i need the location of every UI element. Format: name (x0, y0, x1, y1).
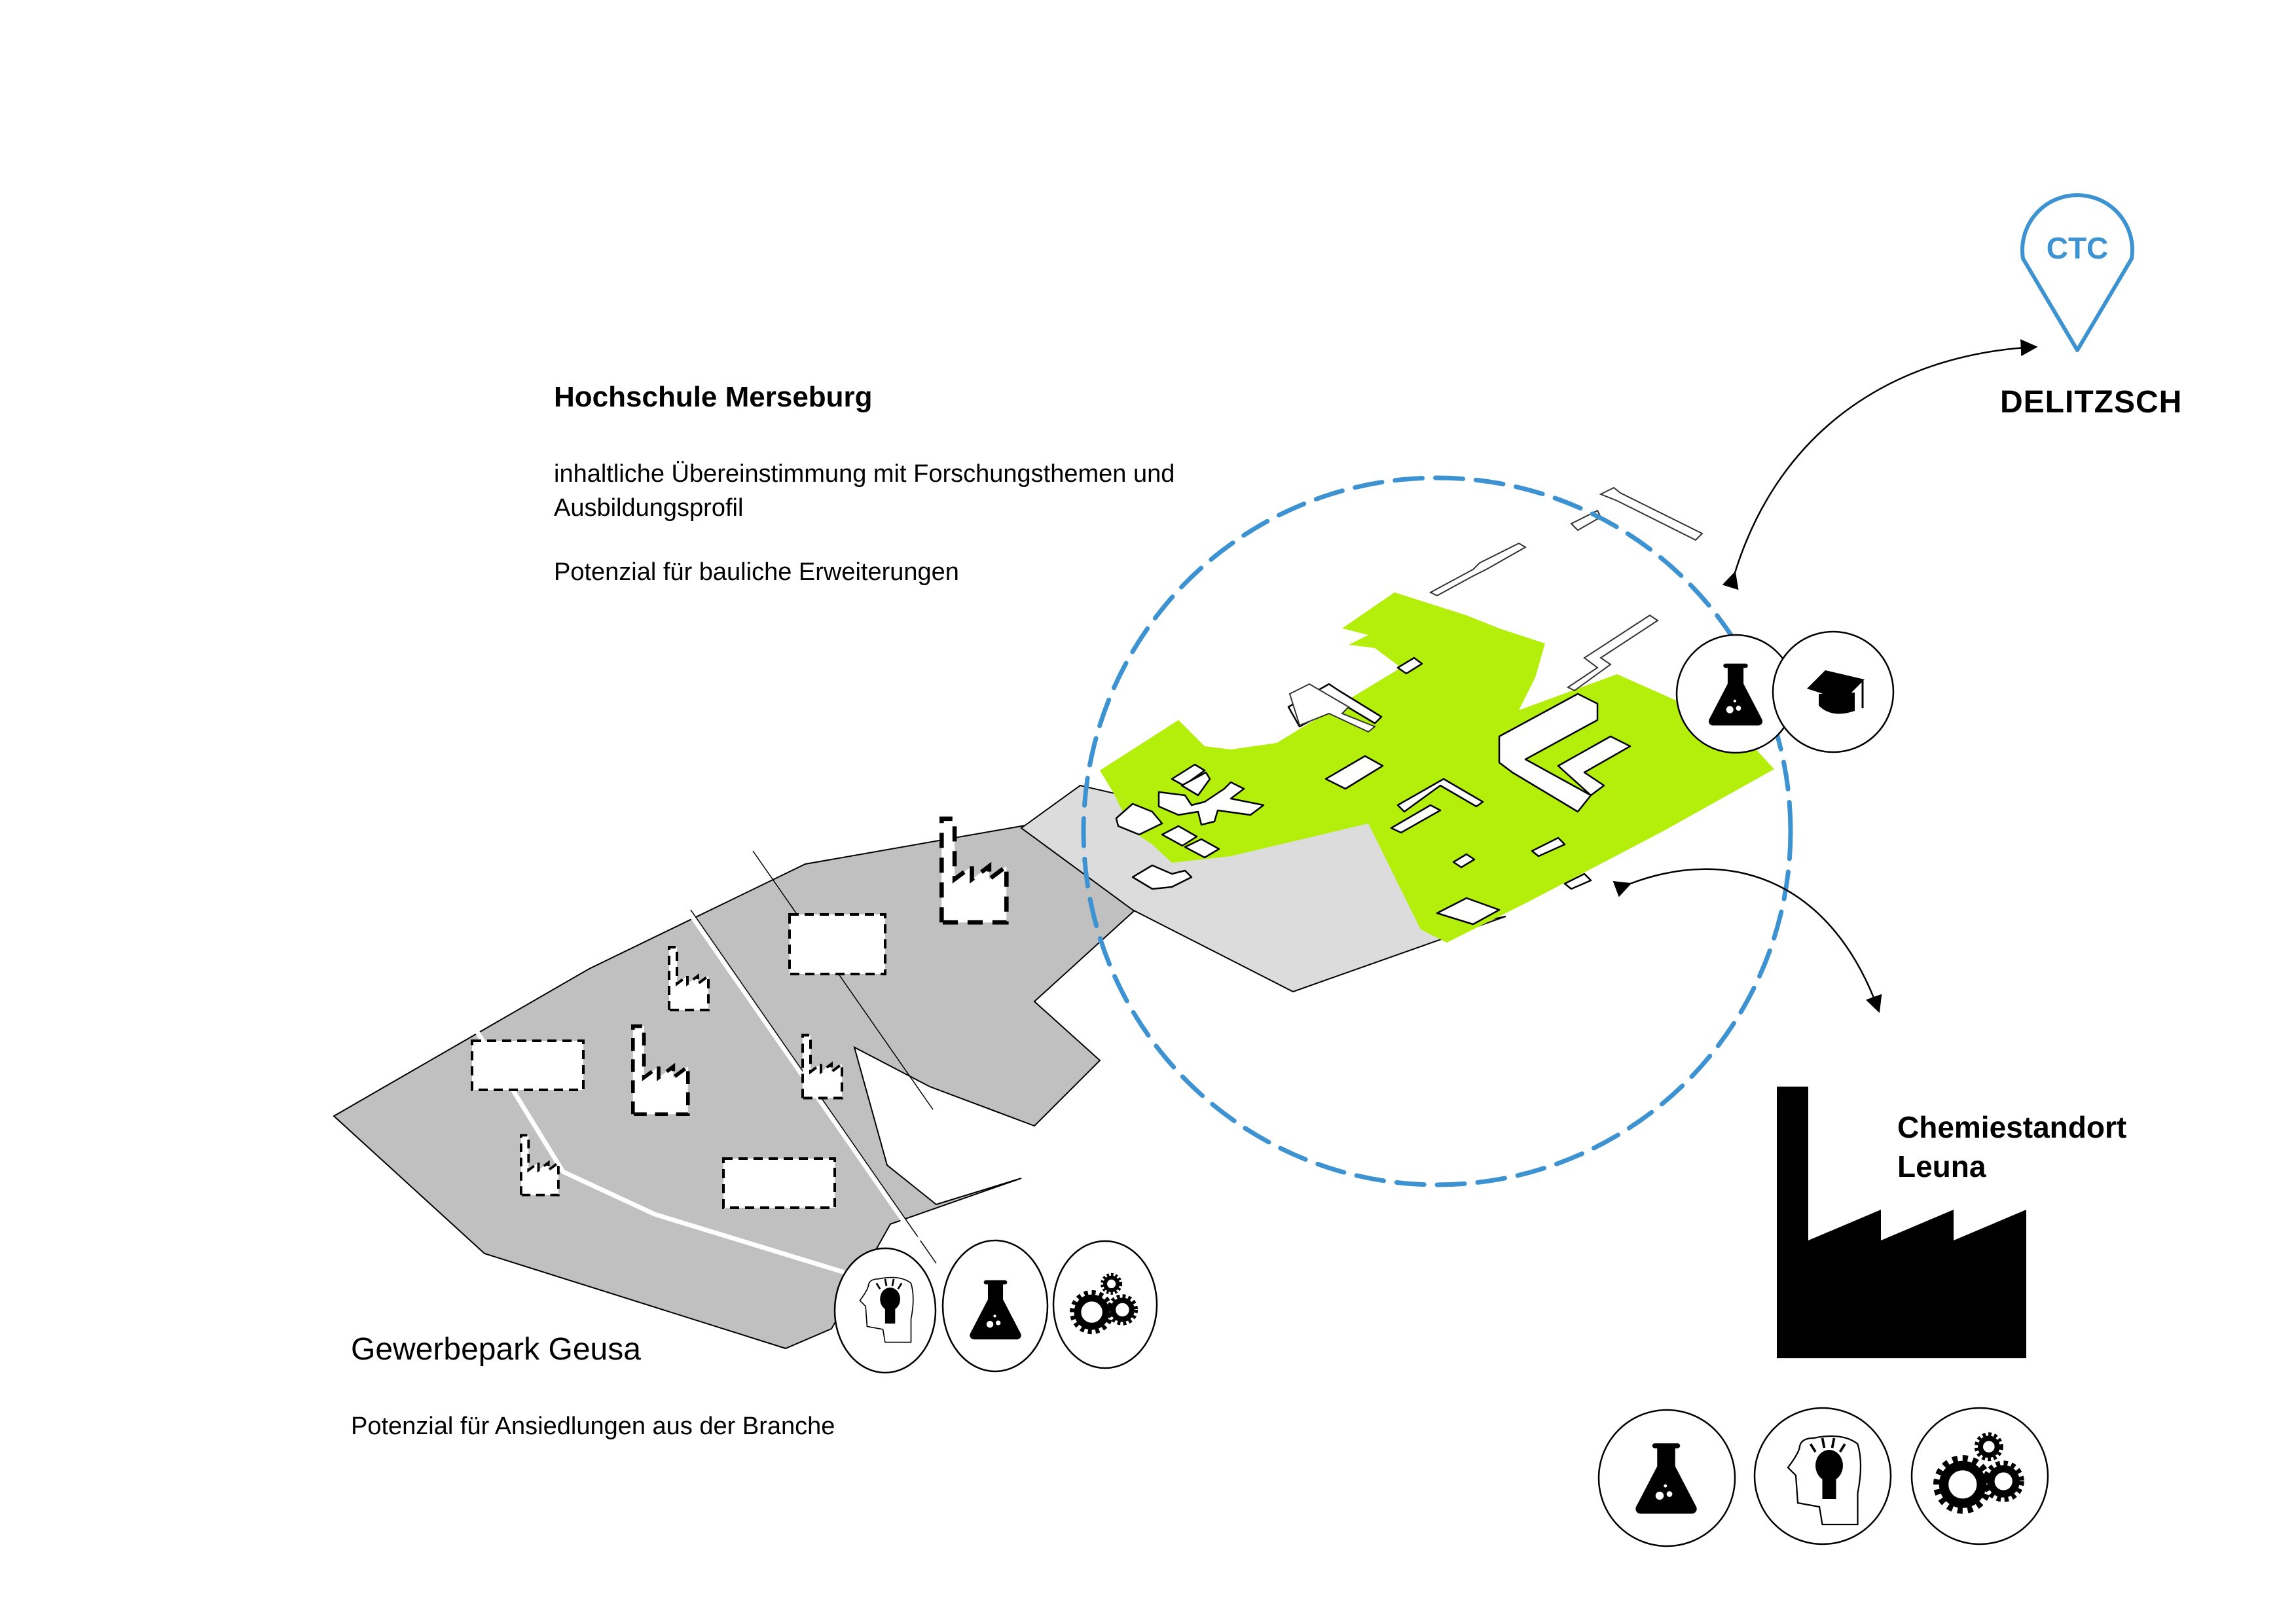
hochschule-title: Hochschule Merseburg (554, 381, 873, 413)
arrow-campus-to-leuna (1613, 868, 1882, 1013)
gears-badge (1052, 1240, 1158, 1369)
building (1557, 735, 1631, 797)
building (1498, 693, 1599, 813)
hochschule-description-line2: Ausbildungsprofil (554, 494, 744, 522)
planned-factory-plot (471, 1039, 585, 1091)
gears-badge (1910, 1407, 2049, 1545)
flask-badge (941, 1239, 1049, 1373)
graduation-cap-badge (1772, 630, 1895, 753)
head-lightbulb-badge (833, 1247, 937, 1374)
road (752, 850, 934, 1110)
gewerbepark-subtitle: Potenzial für Ansiedlungen aus der Branc… (351, 1413, 835, 1440)
building (1161, 825, 1198, 847)
gewerbepark-icons (833, 1239, 1158, 1374)
gewerbepark-parcel (333, 820, 1144, 1350)
ctc-location-pin[interactable]: CTC (2020, 193, 2134, 352)
building (1396, 657, 1423, 675)
building (1131, 864, 1193, 890)
building (1184, 838, 1220, 859)
map-pin-icon (2020, 193, 2134, 352)
building (1157, 781, 1265, 826)
building (1531, 837, 1566, 857)
building (1436, 897, 1501, 926)
building-outline (1599, 486, 1704, 541)
hochschule-icons (1675, 630, 1895, 754)
planned-factory-plot (788, 913, 886, 975)
factory-icon (1777, 1087, 2026, 1358)
leuna-title: Chemiestandort Leuna (1897, 1108, 2126, 1186)
leuna-title-line2: Leuna (1897, 1149, 1986, 1183)
building (1171, 763, 1206, 787)
head-lightbulb-badge (1753, 1407, 1892, 1545)
campus-green-area (1100, 592, 1774, 943)
building (1396, 778, 1484, 813)
hochschule-description-line1: inhaltliche Übereinstimmung mit Forschun… (554, 460, 1175, 488)
campus-buildings (1115, 486, 1704, 926)
leuna-title-line1: Chemiestandort (1897, 1110, 2127, 1144)
building-outline (1429, 542, 1527, 597)
building (1180, 771, 1211, 797)
arrow-campus-to-delitzsch (1722, 339, 2038, 590)
hochschule-potential: Potenzial für bauliche Erweiterungen (554, 558, 959, 586)
flask-badge (1597, 1409, 1736, 1547)
gewerbepark-area (333, 819, 1144, 1350)
building (1563, 873, 1592, 890)
gewerbepark-title: Gewerbepark Geusa (351, 1332, 641, 1367)
leuna-icons (1597, 1407, 2049, 1547)
building (1115, 803, 1163, 836)
building-outline (1288, 683, 1376, 733)
building-outline (1567, 614, 1659, 692)
building (1452, 853, 1476, 869)
building (1324, 755, 1384, 790)
planned-factory-plot (722, 1157, 836, 1209)
pin-label: CTC (2047, 231, 2109, 265)
delitzsch-label: DELITZSCH (2000, 385, 2183, 420)
influence-radius-circle (1081, 475, 1793, 1187)
building (1390, 804, 1442, 834)
